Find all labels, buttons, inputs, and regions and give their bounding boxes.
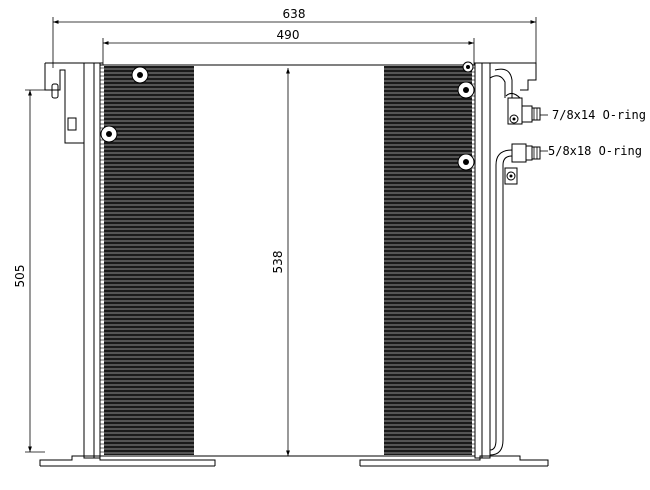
upper-port-fitting: [505, 92, 541, 125]
left-header-tank: [44, 62, 103, 459]
overall-width-label: 638: [283, 7, 306, 21]
core-height-dimension: 538: [271, 68, 290, 456]
right-fin-block: [384, 66, 472, 455]
core-width-dimension: 490: [102, 28, 475, 65]
core-height-label: 538: [271, 251, 285, 274]
mount-bolt-mid-right: [457, 153, 475, 171]
core-outline: [99, 64, 476, 457]
mount-height-label: 505: [13, 265, 27, 288]
core-width-label: 490: [277, 28, 300, 42]
mount-bolt-top-right: [457, 81, 475, 99]
overall-width-dimension: 638: [52, 7, 537, 68]
mount-height-dimension: 505: [13, 89, 60, 453]
mount-bolt-right-small: [462, 61, 474, 73]
lower-port-fitting: [504, 143, 541, 185]
right-side-pipes: [489, 68, 513, 456]
upper-port-label: 7/8x14 O-ring: [552, 108, 646, 122]
lower-port-label: 5/8x18 O-ring: [548, 144, 642, 158]
upper-port-callout: 7/8x14 O-ring: [540, 108, 646, 122]
left-fin-block: [104, 66, 194, 455]
lower-port-callout: 5/8x18 O-ring: [540, 144, 642, 158]
mount-bolt-top-left: [131, 66, 149, 84]
mount-bolt-upper-left: [100, 125, 118, 143]
bottom-mounting-rail: [39, 455, 549, 467]
